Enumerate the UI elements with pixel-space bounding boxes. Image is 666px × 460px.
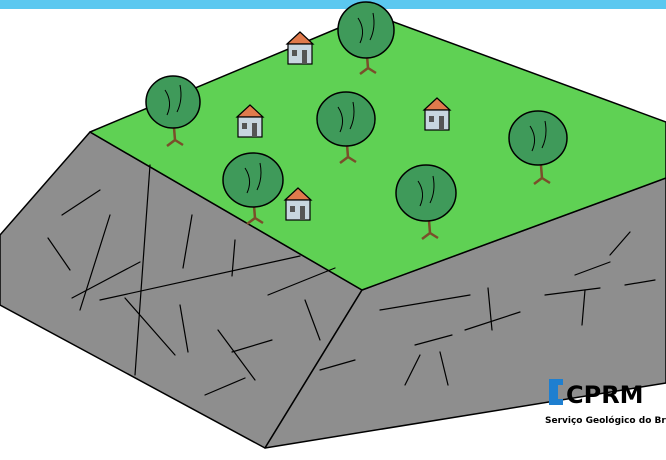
logo-name: CPRM [566, 381, 644, 409]
logo-subtitle: Serviço Geológico do Bras [545, 415, 666, 426]
house-icon [287, 32, 313, 64]
top-band [0, 0, 666, 9]
